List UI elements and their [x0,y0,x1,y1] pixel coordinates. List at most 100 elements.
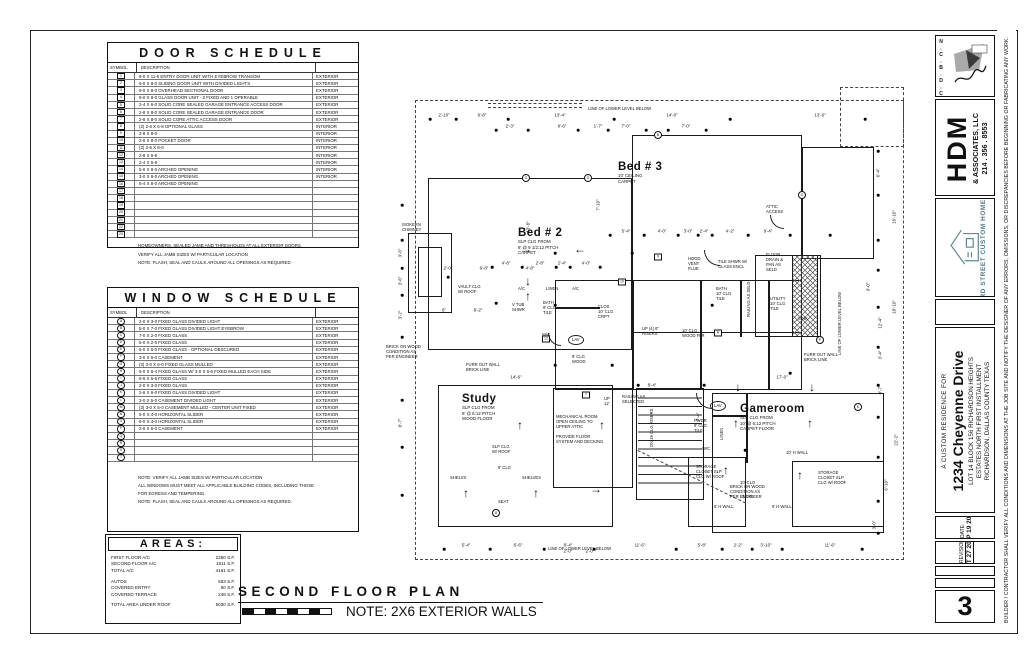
dimension-label: 14'-6" [510,374,522,380]
firm-cell: HDM & ASSOCIATES, LLC 214 . 356 . 8553 [935,99,995,196]
plan-label-line: RAILING AS [622,394,646,399]
dimension-label: 9'-6" [557,123,567,129]
room-subline: SLP CLG FROM [462,405,495,410]
dimension-label: 13'-8" [525,221,531,233]
window-type: EXTERIOR [312,397,358,404]
dimension-dot [788,233,792,237]
dimension-dot [610,363,614,367]
door-symbol-cell: 5 [108,101,135,109]
door-description: (2) 2-6 X 6-8 OPTIONAL GLASS [139,123,203,129]
plan-label-line: SEAT [742,494,753,499]
room-subline: CARPET FLOOR [740,426,775,432]
window-row: Q [108,432,358,441]
door-symbol: 7 [116,115,126,123]
areas-label: COVERED ENTRY [111,585,151,591]
plan-label-line: CLOSET SLP [696,468,722,474]
plan-label-line: LINEN [719,427,724,440]
window-type: EXTERIOR [312,346,358,353]
dimension-dot [553,303,557,307]
plan-label: 5' H WALL [714,504,734,510]
dimension-dot [428,117,432,121]
dimension-label: 6'-8" [477,112,487,118]
window-symbol: F [117,353,125,361]
window-type: EXTERIOR [312,389,358,397]
areas-value: 2350 S.F. [215,555,235,560]
areas-label: SECOND FLOOR A/C [111,561,157,567]
slope-arrow: ↑ [797,468,803,482]
plan-label: LAV [710,401,726,411]
window-notes: NOTE: VERIFY ALL JAMB SIZES W/ PARTICULA… [108,470,358,509]
dimension-label: 6'-10" [883,479,889,491]
dimension-dot [592,547,596,551]
dimension-dot [642,233,646,237]
plan-label-line: W/C [542,332,551,337]
door-type: INTERIOR [312,137,358,144]
dimension-label: 3'-4" [877,350,883,360]
door-type: INTERIOR [312,144,358,152]
plan-label: SINK [798,316,808,322]
window-description: 3-0 X 5-0 CASEMENT [139,354,183,360]
plan-label-line: BRICK LINE [466,366,490,372]
dimension-label: 8'-7" [397,418,403,428]
dimension-dot [494,301,498,305]
door-type [312,180,358,187]
dimension-dot [676,233,680,237]
dimension-dot [720,547,724,551]
plan-label-line: WOOD [572,358,586,364]
dimension-dot [454,117,458,121]
window-symbol: D [117,339,125,347]
door-symbol: 10 [116,137,126,145]
dimension-label: 8'-4" [647,382,657,388]
revision-value: OCT 27 2025 [964,542,974,563]
window-type: EXTERIOR [312,318,358,325]
window-symbol: O [117,418,125,426]
plan-label-line: 10' CLG [740,480,756,485]
plan-label-line: SHWR [512,306,525,312]
window-type: EXTERIOR [312,325,358,332]
window-symbol-cell: D [108,339,135,347]
door-symbol: 22 [116,223,126,231]
door-type: INTERIOR [312,152,358,159]
dimension-dot [554,265,558,269]
plan-label-line: BRICK ON WOOD [730,484,765,489]
plan-label: A/C [572,286,579,292]
wall-storage-2 [792,461,884,527]
dimension-dot [876,268,880,272]
window-symbol: G [117,360,125,368]
plan-label-line: DRAIN & [766,256,783,262]
project-address: 1234 Cheyenne Drive [949,350,966,492]
plan-label-line: V TUB [512,302,525,307]
lower-level-line [488,103,582,104]
plan-label-line: RISERS [642,330,658,336]
door-type: INTERIOR [312,173,358,180]
door-description: 9-0 X 8-0 GLASS DOOR UNIT - 2 FIXED AND … [139,95,258,101]
areas-value: 246 S.F. [218,591,235,597]
plan-label-line: 10' CLG [716,290,732,296]
slope-arrow: → [590,482,602,496]
door-symbol-cell: 7 [108,115,135,123]
dimension-dot [568,265,572,269]
plan-label: 10' H WALL [786,450,808,456]
plan-label-line: SHELVES [522,475,542,480]
dimension-dot [876,455,880,459]
plan-label-line: BRICK LINE [804,356,828,362]
blank-cell-3 [935,578,995,588]
window-type: EXTERIOR [312,368,358,375]
disclaimer-text: BUILDER / CONTRACTOR SHALL VERIFY ALL CO… [1003,36,1010,624]
plan-label-line: DN 19 CLG RISERS [649,408,654,447]
door-symbol-cell: 17 [108,187,135,195]
slope-arrow: ↑ [533,486,539,500]
blank-cell-2 [935,566,995,576]
